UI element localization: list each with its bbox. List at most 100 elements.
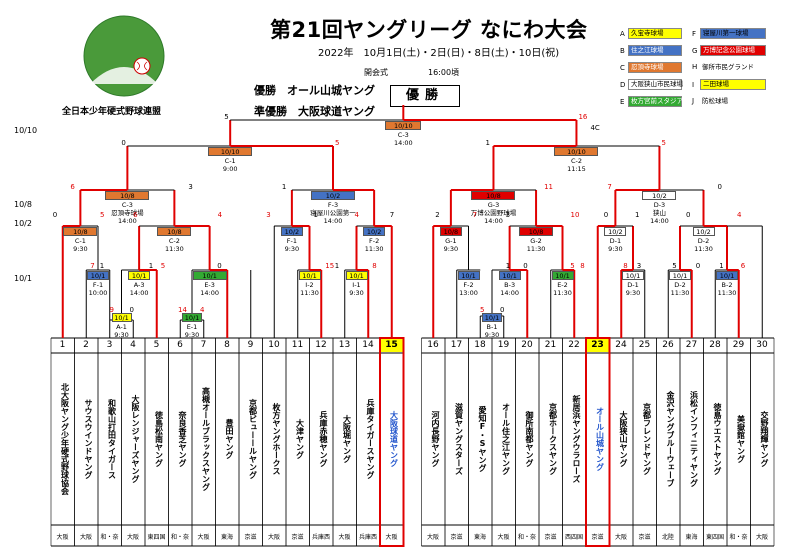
runner-up-label: 準優勝 大阪球道ヤング [254, 105, 375, 118]
team-prefecture: 東四国 [705, 534, 724, 541]
game-venue: 忍頂寺球場 [111, 209, 144, 217]
game-score: 0 [121, 139, 126, 147]
team-name: 浜松インフィニティヤング [689, 391, 699, 487]
game-date-badge: 10/1 [182, 313, 202, 322]
team-number: 24 [615, 340, 627, 350]
champion-label: 優勝 オール山城ヤング [254, 84, 375, 97]
team-prefecture: 兵庫西 [358, 534, 377, 541]
game-date-badge: 10/2 [363, 227, 386, 236]
team-name: 京都フレンドヤング [642, 403, 652, 475]
team-name: 愛知F・Sヤング [478, 406, 487, 472]
game-score: 11 [544, 183, 553, 191]
team-name: 大津ヤング [295, 419, 305, 459]
game-date-badge: 10/8 [519, 227, 554, 236]
game-time: 14:00 [500, 289, 519, 297]
game-date-badge: 10/10 [208, 147, 253, 156]
game-code: C-2 [570, 157, 582, 165]
team-number: 10 [268, 340, 280, 350]
game-code: B-1 [486, 323, 498, 331]
legend-swatch: 久宝寺球場 [628, 28, 682, 39]
legend-key: F [692, 29, 697, 38]
team-prefecture: 京滋 [544, 534, 557, 541]
game-score: 1 [635, 211, 640, 219]
team-prefecture: 和・奈 [729, 534, 748, 541]
game-time: 9:30 [349, 289, 364, 297]
team-number: 9 [247, 340, 254, 350]
game-score: 3 [266, 211, 271, 219]
team-name: 枚方ヤングホークス [272, 403, 281, 475]
game-score: 4C [590, 124, 600, 132]
game-score: 5 [335, 139, 340, 147]
game-time: 14:00 [650, 217, 669, 225]
game-score: 5 [570, 262, 575, 270]
game-score: 16 [578, 113, 588, 121]
team-prefecture: 大阪 [197, 534, 210, 541]
game-score: 8 [372, 262, 377, 270]
game-score: 7 [472, 211, 477, 219]
game-code: F-2 [463, 281, 474, 289]
date-label-quarter: 10/2 [14, 219, 32, 228]
game-code: D-2 [674, 281, 686, 289]
game-time: 11:30 [364, 245, 384, 253]
game-code: C-1 [74, 237, 86, 245]
game-date-badge: 10/8 [157, 227, 192, 236]
game-date-badge: 10/1 [457, 271, 480, 280]
finalist-number: 15 [385, 340, 398, 350]
game-date-badge: 10/1 [482, 313, 502, 322]
legend-key: A [620, 29, 625, 38]
team-prefecture: 和・奈 [517, 534, 536, 541]
game-score: 6 [70, 183, 75, 191]
legend-key: C [620, 63, 625, 72]
game-code: A-3 [133, 281, 145, 289]
game-time: 11:30 [165, 245, 184, 253]
game-date-badge: 10/2 [280, 227, 303, 236]
game-score: 1 [719, 262, 724, 270]
game-code: F-1 [286, 237, 297, 245]
team-number: 19 [497, 340, 510, 350]
team-prefecture: 西四国 [564, 534, 583, 541]
game-score: 5 [224, 113, 229, 121]
team-number: 11 [291, 340, 304, 350]
game-score: 4 [354, 211, 359, 219]
game-score: 0 [523, 262, 528, 270]
game-score: 15 [325, 262, 335, 270]
legend-key: J [692, 97, 695, 105]
team-name: 河内長野ヤング [431, 411, 440, 467]
legend-swatch: 住之江球場 [628, 45, 682, 56]
game-time: 11:30 [553, 289, 572, 297]
game-score: 0 [603, 211, 609, 219]
game-score: 1 [281, 183, 287, 191]
game-score: 3 [188, 183, 193, 191]
game-code: G-3 [487, 201, 500, 209]
team-prefecture: 大阪 [614, 534, 627, 541]
game-time: 14:00 [129, 289, 149, 297]
game-code: F-2 [369, 237, 380, 245]
team-name: 京都ビューールヤング [248, 399, 258, 479]
legend-swatch: 寝屋川第一球場 [700, 28, 766, 39]
legend-key: B [620, 46, 625, 55]
game-score: 7 [90, 262, 95, 270]
team-number: 23 [591, 340, 604, 350]
game-date-badge: 10/1 [716, 271, 738, 280]
team-prefecture: 大阪 [267, 534, 280, 541]
game-score: 1 [99, 262, 105, 270]
game-time: 10:00 [88, 289, 108, 297]
game-code: B-3 [504, 281, 516, 289]
game-time: 9:30 [625, 289, 641, 297]
game-code: E-2 [557, 281, 568, 289]
